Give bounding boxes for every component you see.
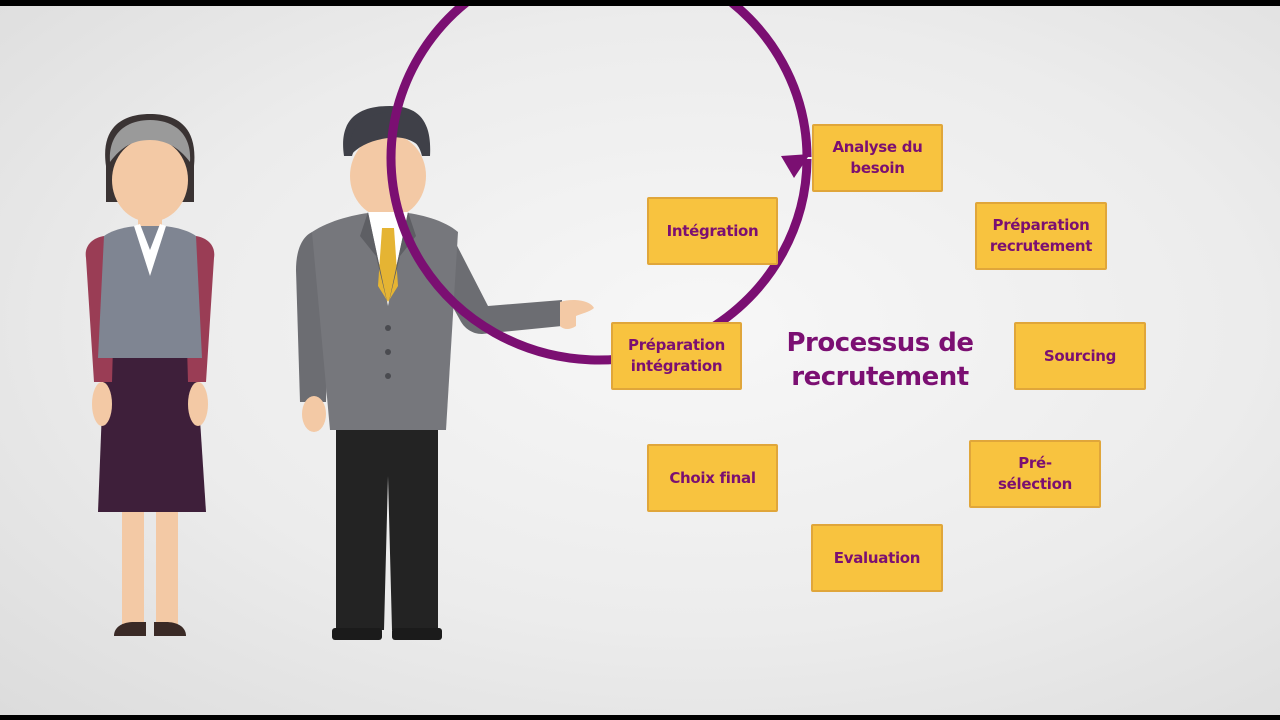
step-sourcing: Sourcing <box>1014 322 1146 390</box>
step-preparation-integration: Préparation intégration <box>611 322 742 390</box>
cycle-arrow-head <box>781 154 810 178</box>
cycle-ring-arc <box>386 6 812 365</box>
step-evaluation: Evaluation <box>811 524 943 592</box>
step-pre-selection: Pré- sélection <box>969 440 1101 508</box>
step-analyse-besoin: Analyse du besoin <box>812 124 943 192</box>
slide-canvas: Processus de recrutement Analyse du beso… <box>0 6 1280 715</box>
step-choix-final: Choix final <box>647 444 778 512</box>
step-preparation-recrutement: Préparation recrutement <box>975 202 1107 270</box>
woman-figure <box>85 114 215 636</box>
diagram-title: Processus de recrutement <box>786 328 974 392</box>
step-integration: Intégration <box>647 197 778 265</box>
